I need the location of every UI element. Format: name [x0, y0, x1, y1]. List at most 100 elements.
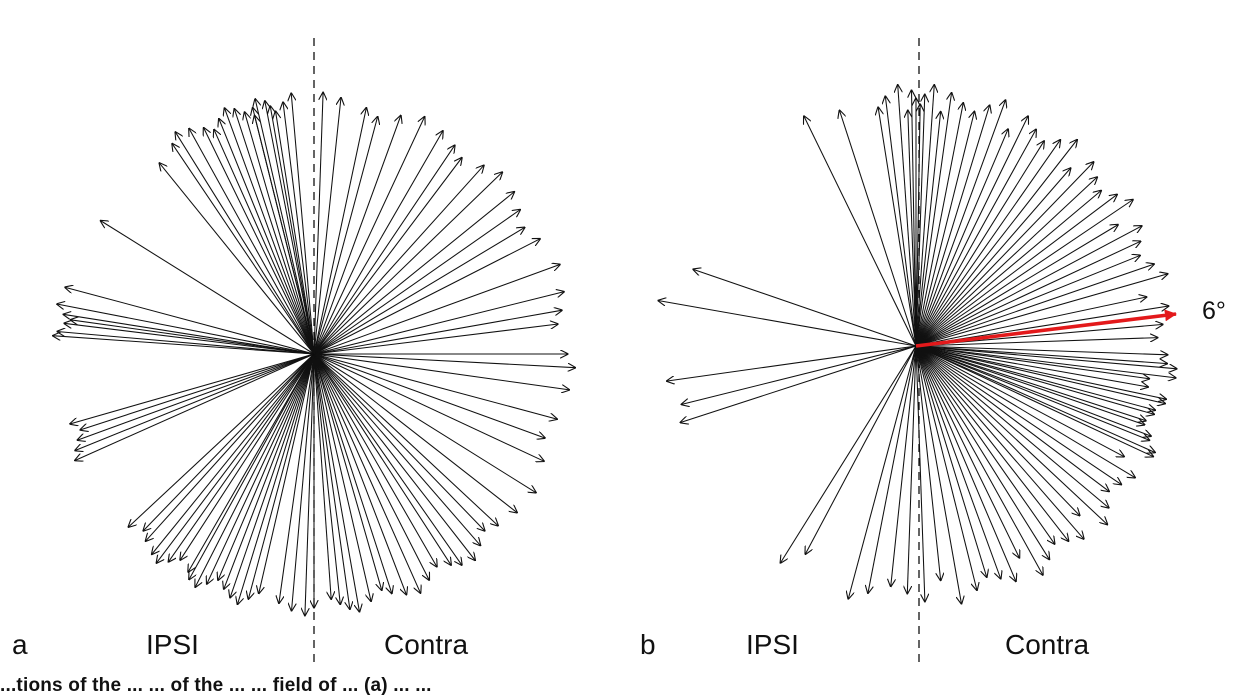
arrow-a-77 — [313, 324, 558, 355]
arrow-a-54 — [313, 353, 350, 610]
arrow-b-47 — [693, 269, 917, 347]
arrow-a-7 — [255, 115, 315, 355]
arrow-a-31 — [128, 353, 315, 527]
arrow-a-26 — [70, 353, 315, 424]
arrow-b-6 — [915, 345, 1177, 369]
arrow-b-40 — [912, 90, 917, 347]
arrow-b-11 — [915, 297, 1147, 347]
arrow-b-61 — [915, 345, 977, 591]
arrow-fan-b — [658, 85, 1177, 604]
arrow-a-3 — [270, 106, 315, 355]
arrow-a-30 — [75, 353, 315, 461]
arrow-b-13 — [915, 264, 1154, 347]
arrow-a-36 — [168, 353, 315, 562]
arrow-a-21 — [63, 314, 315, 355]
arrow-b-36 — [915, 85, 934, 347]
arrow-b-14 — [915, 255, 1140, 347]
arrow-a-41 — [207, 353, 315, 584]
arrow-b-65 — [915, 345, 1020, 558]
arrow-a-64 — [313, 353, 462, 565]
arrow-b-35 — [915, 111, 941, 347]
arrow-a-63 — [313, 353, 451, 565]
arrow-b-56 — [891, 345, 917, 587]
arrow-a-88 — [313, 145, 455, 355]
arrow-a-24 — [57, 332, 315, 355]
arrow-a-22 — [70, 320, 315, 355]
arrow-b-62 — [915, 345, 987, 577]
arrow-b-5 — [915, 345, 1150, 379]
arrow-a-78 — [313, 310, 562, 355]
arrow-b-44 — [878, 107, 917, 347]
arrow-a-80 — [313, 264, 560, 355]
highlight-arrow — [915, 309, 1177, 348]
ipsi-label-b: IPSI — [746, 629, 799, 660]
arrow-a-32 — [143, 353, 315, 531]
arrow-b-48 — [658, 301, 917, 347]
arrow-a-1 — [283, 102, 315, 355]
arrow-b-21 — [915, 177, 1097, 347]
arrow-a-72 — [313, 353, 545, 438]
arrow-b-77 — [915, 345, 1124, 457]
arrow-b-20 — [915, 190, 1101, 347]
arrow-b-71 — [915, 345, 1080, 516]
arrow-a-60 — [313, 353, 421, 593]
arrow-a-85 — [313, 172, 503, 355]
arrow-b-81 — [915, 345, 1154, 414]
arrow-a-9 — [234, 109, 315, 355]
arrow-a-19 — [65, 287, 315, 355]
arrow-a-49 — [292, 353, 315, 611]
arrow-a-67 — [313, 353, 485, 531]
arrow-b-32 — [915, 111, 975, 347]
arrow-b-3 — [915, 345, 1156, 410]
arrow-fan-a — [53, 92, 576, 616]
arrow-b-80 — [915, 345, 1145, 425]
arrow-a-53 — [313, 353, 340, 605]
arrow-b-60 — [915, 345, 962, 604]
arrow-b-30 — [915, 100, 1006, 347]
arrow-b-37 — [915, 94, 925, 347]
panel-label-a: a — [12, 629, 28, 660]
contra-label-a: Contra — [384, 629, 468, 660]
arrow-a-42 — [218, 353, 315, 580]
arrow-a-90 — [313, 117, 425, 355]
arrow-b-17 — [915, 225, 1118, 347]
arrow-b-4 — [915, 345, 1166, 399]
arrow-b-34 — [915, 93, 952, 347]
arrow-a-18 — [100, 221, 315, 355]
arrow-a-83 — [313, 210, 520, 355]
arrow-a-69 — [313, 353, 517, 513]
arrow-b-83 — [915, 345, 1148, 387]
arrow-a-52 — [313, 353, 331, 599]
arrow-a-15 — [175, 132, 315, 355]
arrow-a-29 — [75, 353, 315, 451]
arrow-a-23 — [64, 323, 315, 355]
arrow-a-40 — [195, 353, 315, 587]
arrow-a-58 — [313, 353, 392, 594]
arrow-a-68 — [313, 353, 498, 526]
arrow-a-82 — [313, 227, 525, 355]
arrow-b-52 — [780, 345, 917, 563]
arrow-a-70 — [313, 353, 536, 493]
arrow-a-94 — [313, 97, 341, 355]
arrow-a-14 — [189, 128, 315, 355]
arrow-a-46 — [248, 353, 315, 599]
arrow-b-33 — [915, 103, 963, 347]
arrow-a-66 — [313, 353, 481, 546]
arrow-b-19 — [915, 194, 1117, 347]
arrow-b-46 — [804, 116, 917, 347]
arrow-b-1 — [915, 345, 1151, 436]
arrow-b-84 — [915, 345, 1176, 378]
arrow-a-38 — [188, 353, 315, 572]
arrow-a-20 — [57, 304, 315, 355]
figure-caption-fragment: ...tions of the ... ... of the ... ... f… — [0, 676, 432, 695]
arrow-b-42 — [898, 85, 917, 347]
arrow-b-43 — [885, 96, 917, 347]
arrow-b-59 — [915, 345, 941, 581]
ipsi-label-a: IPSI — [146, 629, 199, 660]
arrow-a-61 — [313, 353, 429, 580]
arrow-b-26 — [915, 141, 1044, 347]
arrow-a-73 — [313, 353, 557, 419]
arrow-b-28 — [915, 116, 1028, 347]
arrow-b-12 — [915, 274, 1168, 347]
arrow-a-8 — [245, 112, 315, 355]
